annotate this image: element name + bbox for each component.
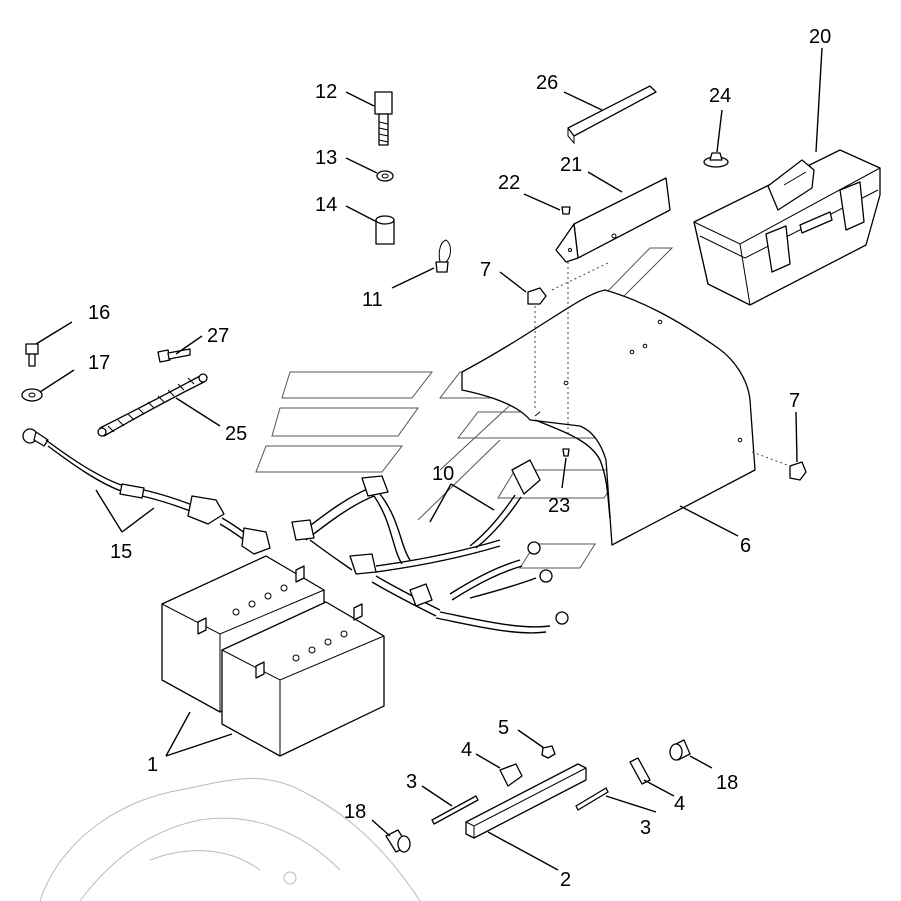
- callout-18b: 18: [716, 772, 738, 794]
- callout-22: 22: [498, 172, 520, 194]
- rod: [567, 85, 657, 145]
- callout-16: 16: [88, 302, 110, 324]
- callout-13: 13: [315, 147, 337, 169]
- callout-11: 11: [362, 289, 383, 311]
- wiring-harness: [291, 419, 611, 634]
- fastener-23: [562, 448, 570, 457]
- spacer-14: [375, 215, 395, 245]
- cover-panel: [461, 289, 756, 546]
- callout-20: 20: [809, 26, 831, 48]
- nut-7-right: [789, 461, 807, 481]
- battery-cable-15: [22, 428, 271, 555]
- callout-4b: 4: [674, 793, 685, 815]
- callout-27: 27: [207, 325, 229, 347]
- callout-6: 6: [740, 535, 751, 557]
- angle-bracket: [465, 763, 587, 839]
- background-ghost-outline: [39, 777, 421, 901]
- callout-25: 25: [225, 423, 247, 445]
- bolt-12: [374, 91, 393, 146]
- nut-7-upper: [527, 287, 547, 305]
- callout-3b: 3: [640, 817, 651, 839]
- plug-18-left: [385, 829, 411, 853]
- cap: [703, 152, 729, 168]
- washer-17: [21, 388, 43, 402]
- ground-strap: [97, 373, 208, 437]
- callout-17: 17: [88, 352, 110, 374]
- callout-14: 14: [315, 194, 337, 216]
- washer-13: [376, 170, 394, 182]
- toolbox: [693, 149, 881, 306]
- callout-2: 2: [560, 869, 571, 891]
- callout-18a: 18: [344, 801, 366, 823]
- callout-24: 24: [709, 85, 731, 107]
- callout-3a: 3: [406, 771, 417, 793]
- callout-5: 5: [498, 717, 509, 739]
- callout-labels: 1 2 3 3 4 4 5 6 7 7 10 11 12 13 14 15 16…: [88, 26, 831, 891]
- callout-21: 21: [560, 154, 582, 176]
- callout-26: 26: [536, 72, 558, 94]
- screw-22: [561, 206, 571, 215]
- callout-1: 1: [147, 754, 158, 776]
- callout-7b: 7: [789, 390, 800, 412]
- nut-5: [541, 745, 556, 759]
- bolt-27: [157, 348, 191, 363]
- bolt-16: [25, 343, 39, 367]
- plug-18-right: [669, 739, 691, 761]
- clip-4-left: [499, 763, 523, 787]
- rod-3-left: [431, 795, 479, 825]
- callout-7a: 7: [480, 259, 491, 281]
- bracket-plate: [555, 177, 671, 263]
- callout-15: 15: [110, 541, 132, 563]
- clip-4-right: [629, 757, 651, 785]
- leader-lines: [35, 47, 823, 871]
- rod-3-right: [575, 787, 609, 811]
- callout-10: 10: [432, 463, 454, 485]
- callout-23: 23: [548, 495, 570, 517]
- callout-4a: 4: [461, 739, 472, 761]
- callout-12: 12: [315, 81, 337, 103]
- connector-11: [435, 239, 451, 273]
- battery-right: [221, 601, 385, 757]
